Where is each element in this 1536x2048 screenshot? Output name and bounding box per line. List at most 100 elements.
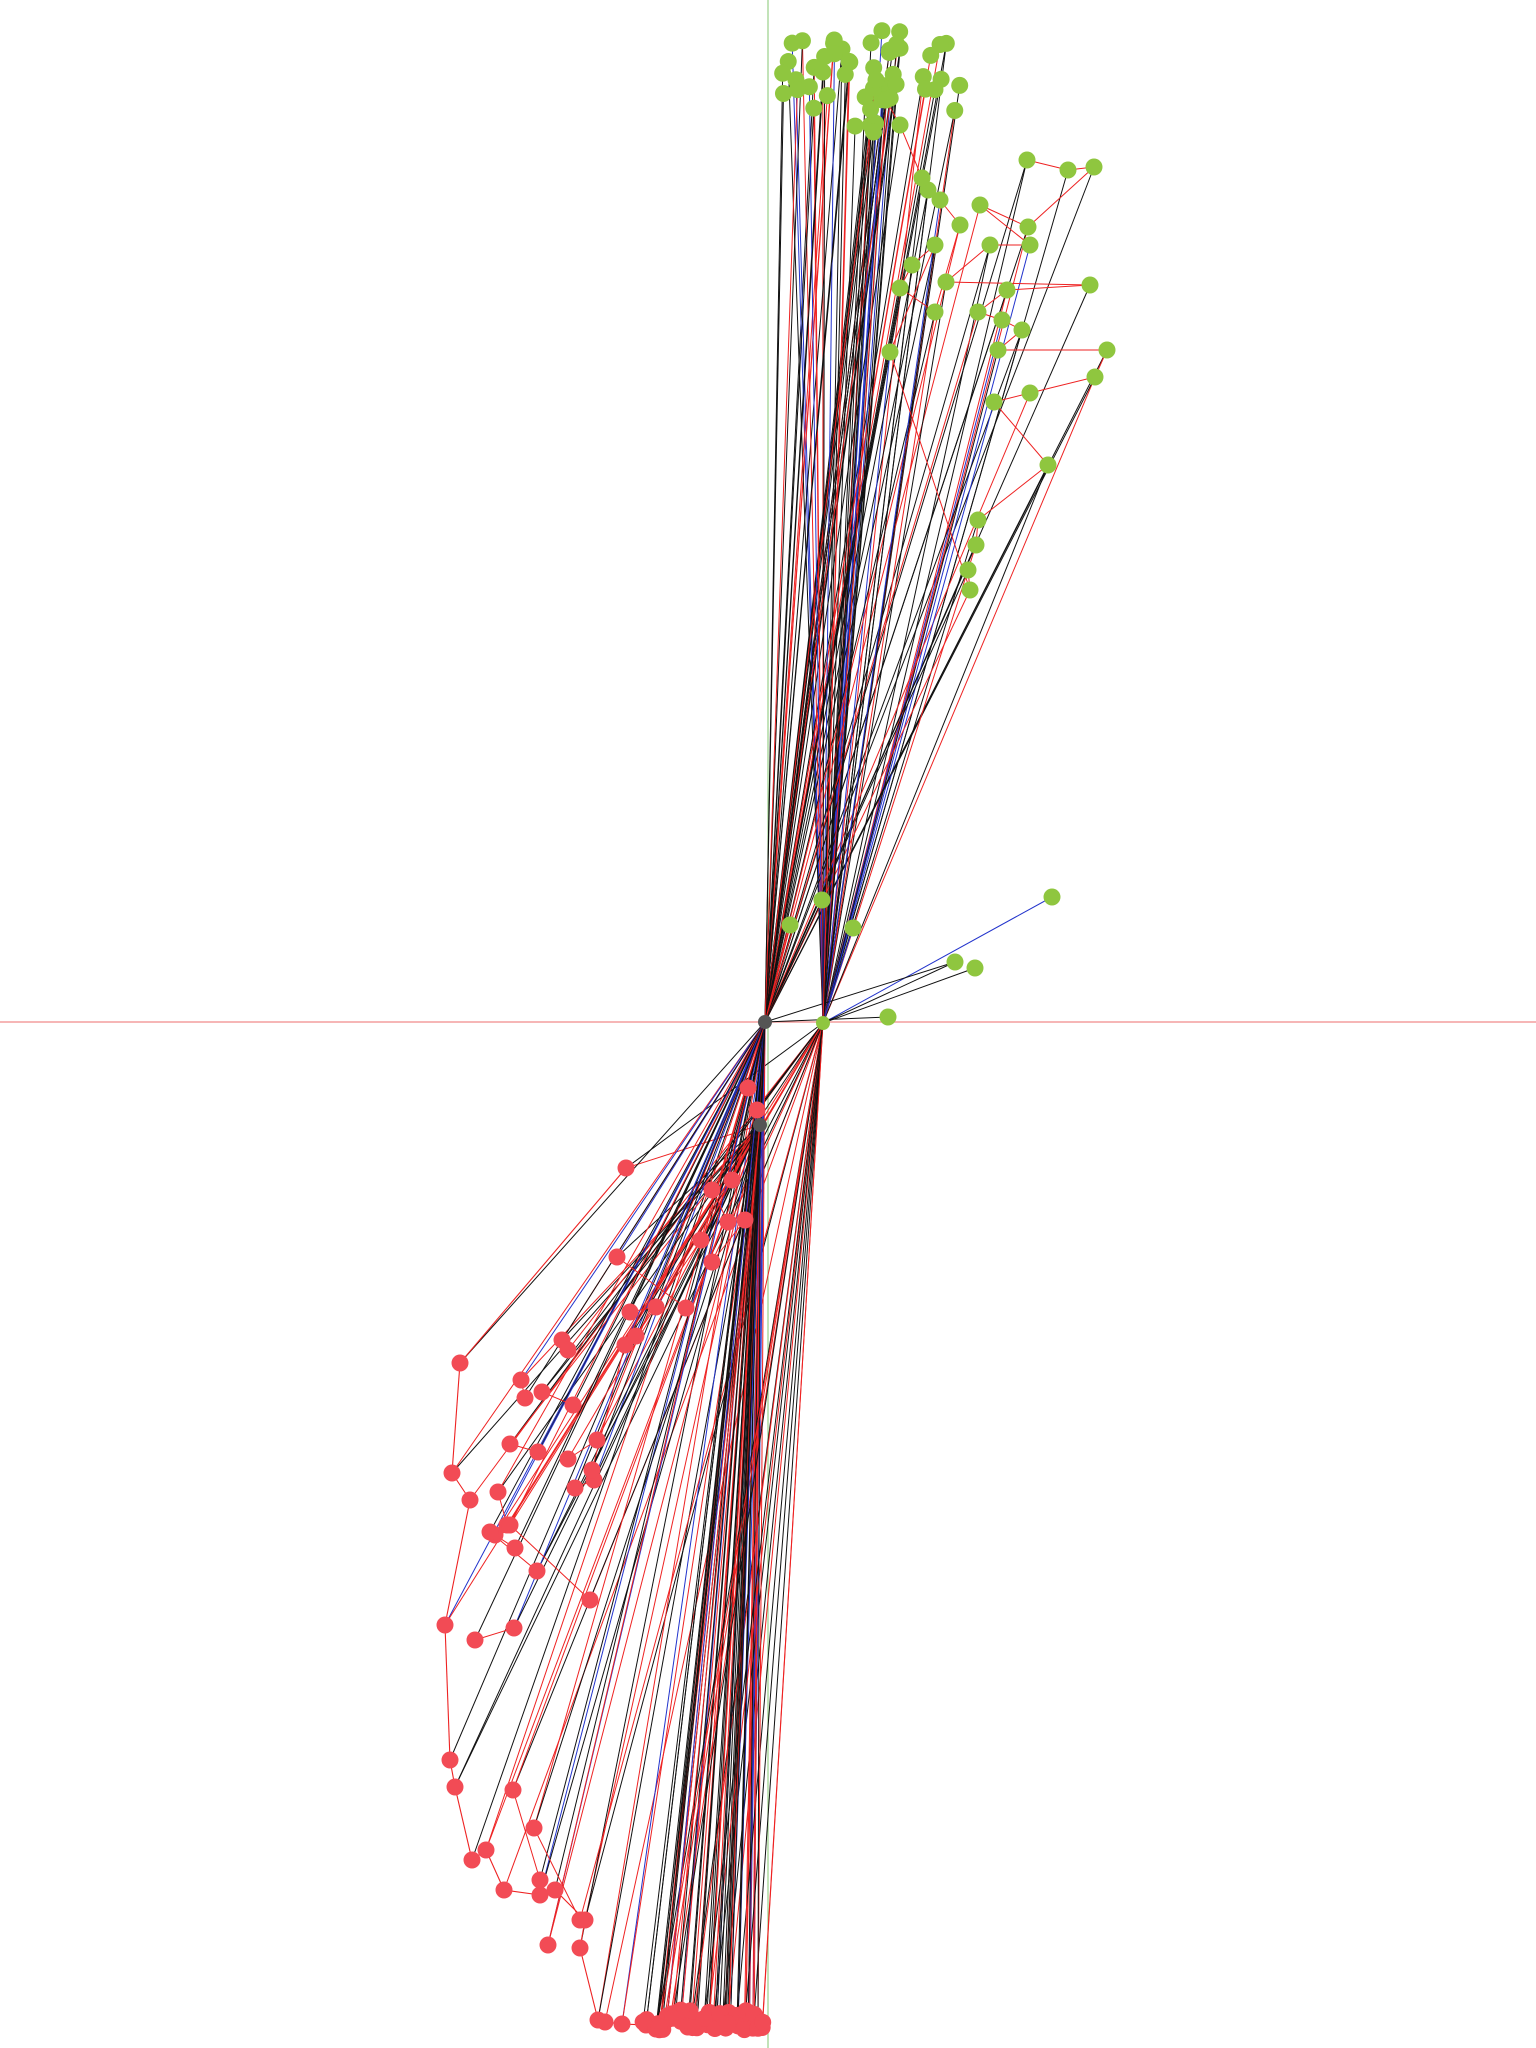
bottom-cluster-node xyxy=(735,2021,753,2039)
edge-hub-to-bottom xyxy=(757,1021,766,2029)
edge-top-to-hub xyxy=(822,177,923,1024)
edge-bottom-neighbor xyxy=(451,1362,461,1474)
top-cluster-node xyxy=(781,916,799,934)
top-cluster-node xyxy=(985,393,1003,411)
top-cluster-node xyxy=(971,196,989,214)
top-cluster-node xyxy=(946,953,964,971)
edge-hub-to-bottom xyxy=(680,1021,766,2011)
edge-hub-to-bottom xyxy=(666,1021,766,2017)
edge-top-to-hub xyxy=(764,166,1095,1023)
edge-bottom-neighbor xyxy=(579,1947,599,2021)
bottom-cluster-node xyxy=(692,1231,710,1249)
edge-hub-to-bottom xyxy=(672,1022,824,2019)
edge-hub-to-bottom xyxy=(655,1021,766,2030)
edge-bottom-neighbor xyxy=(454,1786,473,1861)
top-cluster-node xyxy=(793,32,811,50)
edge-top-to-hub xyxy=(822,244,991,1024)
top-cluster-node xyxy=(1039,456,1057,474)
edge-hub-to-bottom xyxy=(471,1021,766,1861)
edge-bottom-neighbor xyxy=(591,1344,626,1471)
top-cluster-node xyxy=(937,273,955,291)
bottom-cluster-node xyxy=(608,1248,626,1266)
edge-hub-to-bottom xyxy=(509,1022,824,1445)
bottom-cluster-node xyxy=(506,1539,524,1557)
edge-top-to-hub xyxy=(764,961,956,1023)
top-cluster-node xyxy=(862,34,880,52)
bottom-cluster-node xyxy=(564,1396,582,1414)
top-cluster-node xyxy=(814,63,832,81)
edge-top-to-hub xyxy=(822,244,1031,1024)
edge-top-neighbor xyxy=(945,244,991,283)
top-cluster-node xyxy=(967,536,985,554)
top-cluster-node xyxy=(865,123,883,141)
top-cluster-node xyxy=(932,70,950,88)
bottom-cluster-node xyxy=(436,1616,454,1634)
top-cluster-node xyxy=(969,303,987,321)
top-cluster-node xyxy=(998,281,1016,299)
top-cluster-node xyxy=(1021,384,1039,402)
top-cluster-node xyxy=(1043,888,1061,906)
top-cluster-node xyxy=(879,1008,897,1026)
bottom-cluster-node xyxy=(754,2013,772,2031)
bottom-cluster-node xyxy=(477,1841,495,1859)
edge-top-to-hub xyxy=(801,40,824,1024)
bottom-cluster-node xyxy=(736,1211,754,1229)
edge-top-to-hub xyxy=(764,311,979,1023)
edge-hub-to-bottom xyxy=(621,1021,766,2025)
top-cluster-node xyxy=(813,891,831,909)
edge-hub-to-bottom xyxy=(591,1021,766,1471)
edge-top-to-hub xyxy=(822,99,887,1024)
edge-hub-to-bottom xyxy=(520,1021,766,1381)
bottom-cluster-node xyxy=(516,1389,534,1407)
bottom-cluster-node xyxy=(583,1461,601,1479)
edge-hub-to-bottom xyxy=(753,1022,824,2015)
edge-top-to-hub xyxy=(822,927,854,1024)
bottom-cluster-node xyxy=(588,1431,606,1449)
edge-layer xyxy=(444,30,1108,2030)
top-cluster-node xyxy=(887,75,905,93)
top-cluster-node xyxy=(961,581,979,599)
edge-top-to-hub xyxy=(764,289,1008,1023)
top-cluster-node xyxy=(1086,368,1104,386)
edge-hub-to-bottom xyxy=(709,1124,761,2014)
edge-hub-to-bottom xyxy=(547,1124,761,1946)
edge-hub-to-bottom xyxy=(675,1021,766,2014)
top-cluster-node xyxy=(981,236,999,254)
edge-hub-to-bottom xyxy=(513,1124,761,1629)
top-cluster-node xyxy=(1085,158,1103,176)
bottom-cluster-node xyxy=(539,1936,557,1954)
edge-top-to-hub xyxy=(764,189,929,1023)
edge-hub-to-bottom xyxy=(727,1021,766,1223)
edge-top-to-hub xyxy=(822,519,979,1024)
edge-hub-to-bottom xyxy=(690,1124,761,2024)
top-cluster-node xyxy=(805,99,823,117)
top-cluster-node xyxy=(891,116,909,134)
edge-top-to-hub xyxy=(822,126,856,1024)
edge-top-to-hub xyxy=(822,56,826,1024)
edge-hub-to-bottom xyxy=(703,1124,761,2019)
bottom-cluster-node xyxy=(650,2018,668,2036)
edge-top-to-hub xyxy=(764,50,894,1023)
top-cluster-node xyxy=(844,919,862,937)
top-cluster-node xyxy=(877,91,895,109)
edge-hub-to-bottom xyxy=(506,1022,824,1526)
edge-top-to-hub xyxy=(808,86,824,1024)
edge-top-to-hub xyxy=(764,61,850,1023)
edge-top-to-hub xyxy=(764,79,877,1023)
bottom-cluster-node xyxy=(441,1751,459,1769)
bottom-cluster-node xyxy=(571,1939,589,1957)
hub-lower xyxy=(753,1118,767,1132)
bottom-cluster-node xyxy=(481,1523,499,1541)
edge-hub-to-bottom xyxy=(719,1021,766,2014)
edge-hub-to-bottom xyxy=(616,1124,761,1258)
edge-top-neighbor xyxy=(1027,166,1095,228)
edge-hub-to-bottom xyxy=(743,1124,761,2030)
bottom-cluster-node xyxy=(571,1911,589,1929)
edge-hub-to-bottom xyxy=(567,1022,824,1351)
bottom-cluster-node xyxy=(528,1562,546,1580)
edge-top-to-hub xyxy=(822,44,898,1024)
edge-hub-to-bottom xyxy=(584,1022,824,1921)
top-cluster-node xyxy=(891,279,909,297)
top-cluster-node xyxy=(774,64,792,82)
